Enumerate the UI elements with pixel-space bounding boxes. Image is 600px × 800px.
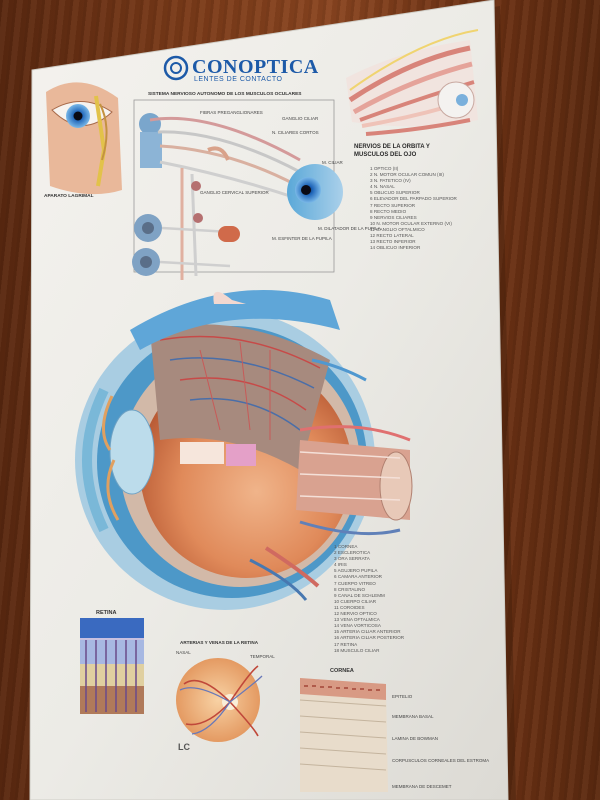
list-item: 5 AGUJERO PUPILA — [334, 568, 378, 574]
list-item: 15 ARTERIA CILIAR ANTERIOR — [334, 629, 401, 635]
list-item: 10 CUERPO CILIAR — [334, 598, 377, 604]
list-item: 13 RECTO INFERIOR — [370, 239, 416, 245]
list-item: 9 CANAL DE SCHLEMM — [334, 592, 385, 598]
conoptica-logo-icon — [163, 55, 189, 81]
orbit-title-line1: NERVIOS DE LA ORBITA Y — [354, 144, 430, 150]
nerve-label: GANGLIO CERVICAL SUPERIOR — [200, 190, 269, 195]
main-legend-list: 1 CORNEA 2 ESCLEROTICA 3 ORA SERRATA 4 I… — [334, 544, 404, 654]
cornea-layers-illustration — [299, 678, 388, 792]
list-item: 16 ARTERIA CILIAR POSTERIOR — [334, 635, 405, 641]
lacrimal-apparatus-illustration — [46, 82, 122, 195]
list-item: 10 N. MOTOR OCULAR EXTERNO (VI) — [370, 220, 452, 226]
list-item: 14 OBLICUO INFERIOR — [370, 245, 421, 251]
list-item: 6 ELEVADOR DEL PARPADO SUPERIOR — [370, 196, 457, 202]
nerve-label: M. ESFINTER DE LA PUPILA — [272, 236, 332, 241]
list-item: 1 CORNEA — [334, 544, 358, 549]
list-item: 13 VENA OFTALMICA — [334, 617, 380, 623]
temporal-label: TEMPORAL — [250, 654, 275, 659]
retina-vessels-title: ARTERIAS Y VENAS DE LA RETINA — [180, 640, 259, 645]
list-item: 14 VENA VORTICOSA — [334, 623, 381, 629]
retina-title: RETINA — [96, 610, 117, 616]
orbit-legend-list: 1 OPTICO (II) 2 N. MOTOR OCULAR COMUN (I… — [370, 166, 457, 251]
cornea-label: EPITELIO — [392, 694, 413, 699]
list-item: 9 NERVIOS CILIARES — [370, 214, 417, 220]
cornea-label: CORPUSCULOS CORNEALES DEL ESTROMA — [392, 758, 490, 763]
list-item: 6 CAMARA ANTERIOR — [334, 574, 382, 580]
brand-subtitle: LENTES DE CONTACTO — [194, 76, 283, 83]
list-item: 8 CRISTALINO — [334, 586, 366, 592]
list-item: 3 N. PATETICO (IV) — [370, 178, 411, 184]
nerve-label: M. DILATADOR DE LA PUPILA — [318, 226, 381, 231]
nerve-label: M. CILIAR — [322, 160, 343, 165]
eye-cross-section-illustration — [75, 290, 413, 610]
list-item: 4 IRIS — [334, 562, 347, 568]
nervous-system-title: SISTEMA NERVIOSO AUTONOMO DE LOS MUSCULO… — [148, 92, 302, 97]
nerve-label: GANGLIO CILIAR — [282, 116, 319, 121]
list-item: 3 ORA SERRATA — [334, 556, 370, 562]
list-item: 11 GANGLIO OFTALMICO — [370, 226, 425, 232]
list-item: 11 COROIDES — [334, 604, 365, 610]
list-item: 5 OBLICUO SUPERIOR — [370, 190, 420, 196]
list-item: 17 RETINA — [334, 641, 358, 647]
cornea-label: MEMBRANA BASAL — [392, 714, 434, 719]
retina-layers-illustration — [80, 618, 144, 714]
cornea-title: CORNEA — [330, 668, 354, 674]
list-item: 8 RECTO MEDIO — [370, 208, 407, 214]
list-item: 12 NERVIO OPTICO — [334, 611, 377, 617]
nervous-system-diagram — [132, 99, 343, 280]
orbit-nerves-illustration — [346, 29, 479, 136]
list-item: 7 CUERPO VITREO — [334, 580, 376, 586]
list-item: 12 RECTO LATERAL — [370, 233, 414, 239]
list-item: 1 OPTICO (II) — [370, 166, 399, 171]
nerve-label: FIBRAS PREGANGLIONARES — [200, 110, 263, 115]
list-item: 7 RECTO SUPERIOR — [370, 202, 416, 208]
cornea-label: LAMINA DE BOWMAN — [392, 736, 439, 741]
list-item: 4 N. NASAL — [370, 184, 395, 190]
brand-name: CONOPTICA — [192, 56, 319, 78]
nerve-label: N. CILIARES CORTOS — [272, 130, 319, 135]
nasal-label: NASAL — [176, 650, 191, 655]
cornea-label: MEMBRANA DE DESCEMET — [392, 784, 452, 789]
retina-vessels-illustration — [176, 658, 263, 742]
list-item: 18 MUSCULO CILIAR — [334, 647, 380, 653]
list-item: 2 N. MOTOR OCULAR COMUN (III) — [370, 172, 444, 178]
list-item: 2 ESCLEROTICA — [334, 550, 371, 556]
orbit-title-line2: MUSCULOS DEL OJO — [354, 152, 417, 158]
footer-mark: LC — [178, 742, 190, 752]
lacrimal-title: APARATO LAGRIMAL — [44, 194, 94, 199]
